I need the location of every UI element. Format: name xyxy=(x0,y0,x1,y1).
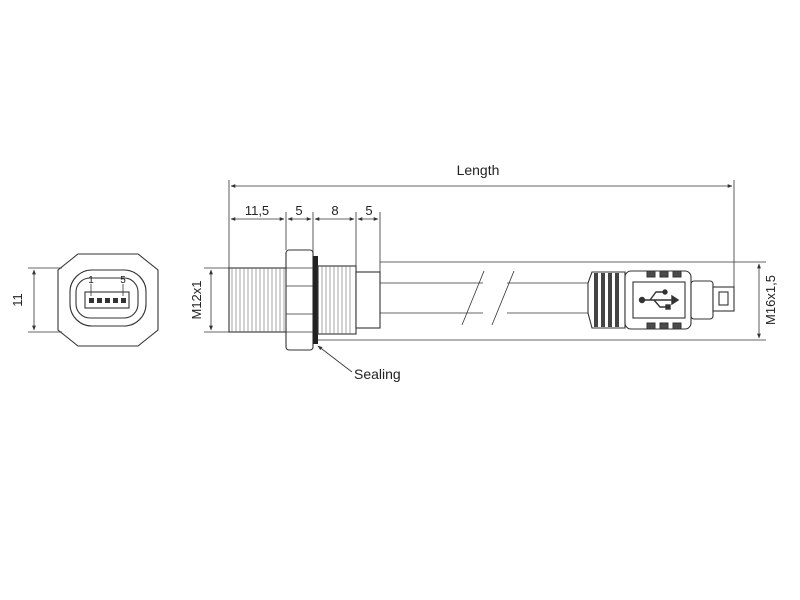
pin-1-label: 1 xyxy=(88,275,94,286)
dim-c-label: 8 xyxy=(331,203,338,218)
m12-thread-label: M12x1 xyxy=(189,280,204,319)
m16-thread-label: M16x1,5 xyxy=(763,275,778,325)
face-height-label: 11 xyxy=(10,293,25,307)
pin-5-label: 5 xyxy=(120,275,126,286)
dim-d-label: 5 xyxy=(365,203,372,218)
front-view: 1 5 11 xyxy=(10,253,159,347)
dimensions: Length 11,5 5 8 5 M12x1 M16x1,5 Sealing xyxy=(189,162,778,382)
sealing-label: Sealing xyxy=(354,366,401,382)
dim-a-label: 11,5 xyxy=(245,203,269,218)
length-label: Length xyxy=(457,162,500,178)
dim-b-label: 5 xyxy=(295,203,302,218)
side-view xyxy=(228,249,735,351)
usb-icon xyxy=(638,289,680,310)
